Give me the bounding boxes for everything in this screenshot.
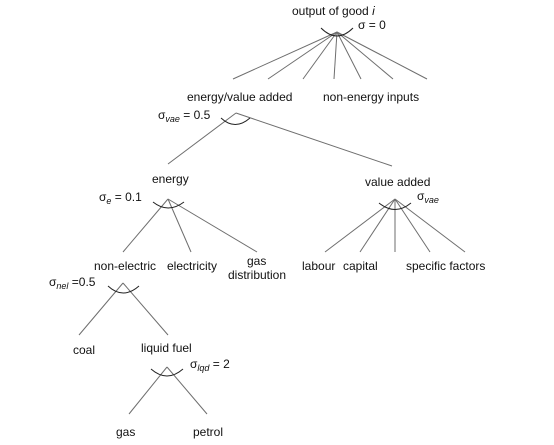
coal-node-label: coal (73, 343, 95, 357)
value-added-branch-line (359, 198, 396, 253)
energy-value-added-node-label: energy/value added (187, 90, 292, 104)
energy-va-branch-line-value-added (235, 112, 393, 167)
energy-branch-line-non-electric (122, 198, 169, 253)
value-added-branch-line-labour (324, 198, 396, 253)
output-elasticity-arc (320, 27, 354, 37)
non-electric-node-label: non-electric (94, 259, 156, 273)
non-electric-elasticity-arc (107, 285, 140, 294)
sigma-vae-label: σvae = 0.5 (158, 108, 211, 124)
non-energy-inputs-node-label: non-energy inputs (323, 90, 419, 104)
non-electric-branch-line-liquid-fuel (122, 282, 169, 336)
liquid-fuel-branch-line-gas (128, 366, 168, 415)
output-branch-line (336, 31, 394, 80)
output-node-label: output of good i (292, 4, 375, 18)
energy-branch-line-electricity (167, 198, 192, 253)
liquid-fuel-node-label: liquid fuel (141, 341, 192, 355)
petrol-node-label: petrol (193, 425, 223, 439)
output-branch-lines (232, 31, 428, 80)
value-added-branch-line (394, 198, 431, 253)
output-branch-line (302, 31, 338, 80)
capital-node-label: capital (343, 259, 378, 273)
energy-branch-line-gas-distribution (167, 198, 258, 253)
liquid-fuel-branch-line-petrol (166, 366, 208, 415)
output-branch-line (336, 31, 362, 80)
sigma-nel-label: σnel =0.5 (49, 275, 96, 291)
labour-node-label: labour (302, 259, 335, 273)
sigma-va-label: σvae (417, 189, 439, 205)
output-branch-line (267, 31, 338, 80)
non-electric-branch-line-coal (78, 282, 124, 336)
sigma-top-label: σ = 0 (358, 18, 386, 32)
value-added-branch-line (394, 198, 466, 253)
sigma-e-label: σe = 0.1 (99, 190, 142, 206)
specific-factors-node-label: specific factors (406, 259, 485, 273)
energy-node-label: energy (152, 172, 189, 186)
energy-elasticity-arc (152, 201, 185, 209)
gas-node-label: gas (116, 425, 135, 439)
gas-distribution-node-label-line2: distribution (228, 268, 286, 282)
value-added-elasticity-arc (378, 202, 412, 210)
energy-va-elasticity-arc (220, 117, 251, 125)
gas-distribution-node-label-line1: gas (247, 254, 266, 268)
output-node-italic: i (372, 4, 375, 18)
electricity-node-label: electricity (167, 259, 217, 273)
output-branch-line (333, 31, 338, 80)
value-added-node-label: value added (365, 175, 430, 189)
sigma-lqd-label: σlqd = 2 (190, 357, 230, 373)
liquid-fuel-elasticity-arc (150, 368, 184, 377)
output-branch-line (336, 31, 428, 80)
output-branch-line (232, 31, 338, 80)
